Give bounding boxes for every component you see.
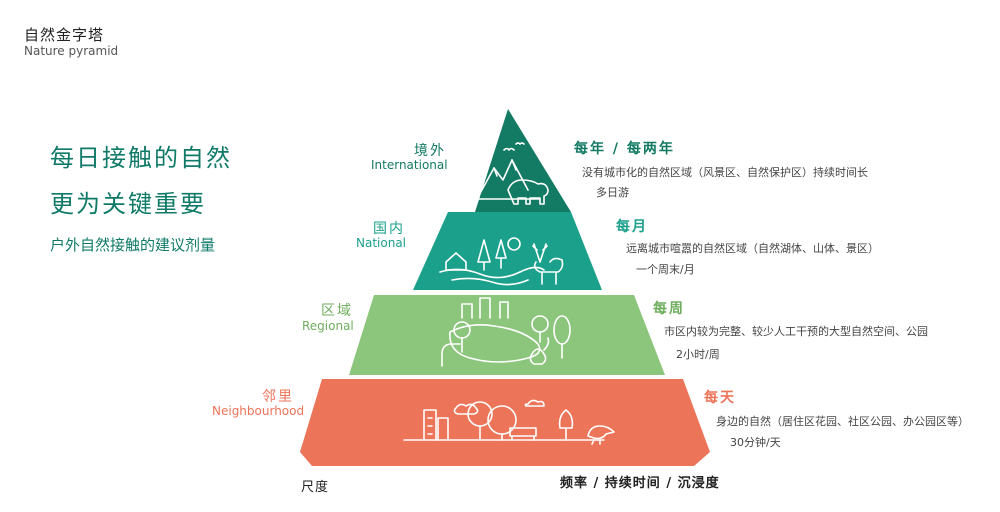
park-squirrel-icon [441,297,571,367]
description-international: 没有城市化的自然区域（风景区、自然保护区）持续时间长 [582,166,868,179]
house-deer-icon [439,237,564,286]
city-park-bird-icon [403,399,615,445]
level-en-national: National [356,236,407,250]
level-en-international: International [371,158,448,172]
description-neighbourhood: 身边的自然（居住区花园、社区公园、办公园区等） [716,415,969,428]
heading-line-1: 每日接触的自然 [50,144,232,172]
page-title: 自然金字塔 [24,26,105,44]
duration-national: 一个周末/月 [636,263,695,276]
tier-neighbourhood [300,379,710,466]
duration-international: 多日游 [596,186,629,199]
axis-label-scale: 尺度 [301,480,330,495]
caption: 户外自然接触的建议剂量 [50,236,216,254]
description-regional: 市区内较为完整、较少人工干预的大型自然空间、公园 [664,325,928,338]
heading-line-2: 更为关键重要 [50,190,206,218]
level-en-neighbourhood: Neighbourhood [212,404,305,418]
tier-national [413,212,602,290]
level-label-national: 国内 [373,221,405,237]
mountain-bear-icon [477,142,549,205]
axis-label-frequency: 频率 / 持续时间 / 沉浸度 [560,476,720,491]
page-subtitle: Nature pyramid [24,44,119,58]
duration-regional: 2小时/周 [676,348,720,361]
frequency-neighbourhood: 每天 [704,390,736,406]
level-en-regional: Regional [302,319,354,333]
level-label-regional: 区域 [321,303,353,319]
level-label-international: 境外 [414,143,446,159]
frequency-regional: 每周 [653,301,685,317]
level-label-neighbourhood: 邻里 [262,389,294,405]
frequency-national: 每月 [616,219,648,235]
tier-regional [349,295,665,375]
frequency-international: 每年 / 每两年 [574,141,675,157]
description-national: 远离城市喧嚣的自然区域（自然湖体、山体、景区） [626,242,879,255]
tier-international [475,109,571,212]
duration-neighbourhood: 30分钟/天 [730,436,781,449]
